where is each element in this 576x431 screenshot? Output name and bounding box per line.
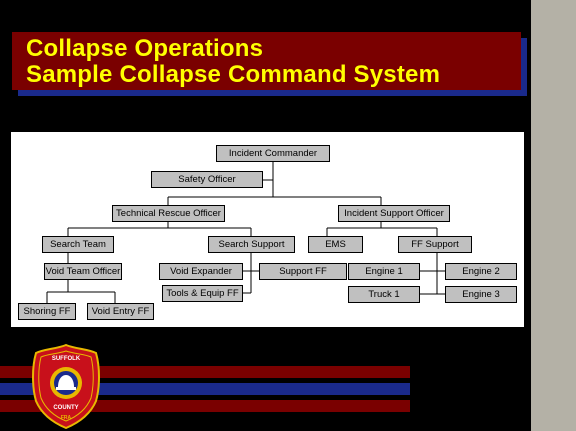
title-line-2: Sample Collapse Command System: [26, 61, 441, 88]
node-ems: EMS: [308, 236, 363, 253]
title-line-1: Collapse Operations: [26, 35, 264, 62]
node-incident-commander: Incident Commander: [216, 145, 330, 162]
suffolk-county-badge-icon: SUFFOLK COUNTY FRA: [32, 343, 100, 429]
node-incident-support-officer: Incident Support Officer: [338, 205, 450, 222]
node-truck-1: Truck 1: [348, 286, 420, 303]
node-safety-officer: Safety Officer: [151, 171, 263, 188]
title-banner: [12, 32, 521, 90]
node-void-team-officer: Void Team Officer: [44, 263, 122, 280]
node-void-expander: Void Expander: [159, 263, 243, 280]
node-support-ff: Support FF: [259, 263, 347, 280]
node-shoring-ff: Shoring FF: [18, 303, 76, 320]
badge-top-text: SUFFOLK: [52, 356, 81, 362]
node-ff-support: FF Support: [398, 236, 472, 253]
node-engine-3: Engine 3: [445, 286, 517, 303]
node-search-support: Search Support: [208, 236, 295, 253]
node-search-team: Search Team: [42, 236, 114, 253]
footer-stripe-blue: [0, 383, 410, 395]
node-technical-rescue-officer: Technical Rescue Officer: [112, 205, 225, 222]
right-side-strip: [531, 0, 576, 431]
footer-stripe-red-top: [0, 366, 410, 378]
org-chart-panel: Incident Commander Safety Officer Techni…: [11, 132, 524, 327]
org-chart-connectors: [46, 162, 445, 303]
footer-stripe-red-bottom: [0, 400, 410, 412]
node-engine-2: Engine 2: [445, 263, 517, 280]
badge-bottom-text: COUNTY: [53, 405, 78, 411]
badge-center-text: FRA: [61, 415, 72, 421]
node-engine-1: Engine 1: [348, 263, 420, 280]
node-void-entry-ff: Void Entry FF: [87, 303, 154, 320]
node-tools-equip-ff: Tools & Equip FF: [162, 285, 243, 302]
